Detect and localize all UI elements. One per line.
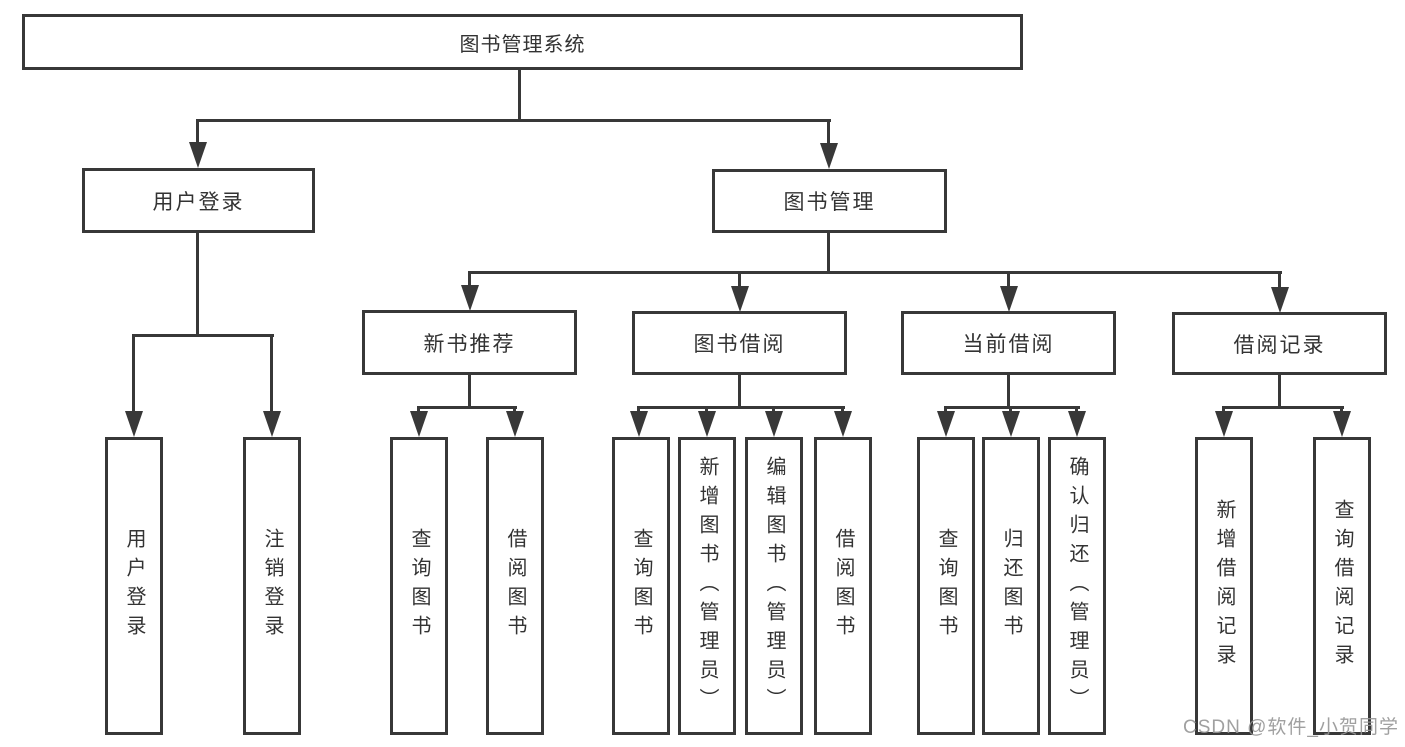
leaf-add-borrow-record-label: 新增借阅记录 (1213, 499, 1235, 673)
connector (196, 119, 199, 145)
node-book-management-label: 图书管理 (783, 191, 876, 214)
connector (513, 406, 516, 414)
connector (270, 334, 273, 414)
connector (196, 233, 199, 335)
connector (637, 406, 845, 409)
arrow-down-icon (125, 411, 143, 437)
watermark: CSDN @软件_小贺同学 (1183, 717, 1399, 738)
arrow-down-icon (461, 285, 479, 311)
connector (772, 406, 775, 414)
node-borrowing-records-label: 借阅记录 (1233, 333, 1326, 357)
connector (944, 406, 947, 414)
node-new-book-recommendation: 新书推荐 (362, 310, 577, 375)
leaf-borrow-books-recommendation-label: 借阅图书 (504, 528, 526, 644)
connector (1278, 271, 1281, 287)
node-current-borrowing: 当前借阅 (901, 311, 1116, 375)
arrow-down-icon (731, 286, 749, 312)
leaf-borrow-books-borrowing: 借阅图书 (814, 437, 872, 735)
leaf-add-borrow-record: 新增借阅记录 (1195, 437, 1253, 735)
arrow-down-icon (1002, 411, 1020, 437)
leaf-return-books-label: 归还图书 (1000, 528, 1022, 644)
connector (518, 70, 521, 120)
arrow-down-icon (1068, 411, 1086, 437)
connector (417, 406, 420, 414)
arrow-down-icon (1000, 286, 1018, 312)
connector (637, 406, 640, 414)
node-user-login: 用户登录 (82, 168, 315, 233)
leaf-user-login: 用户登录 (105, 437, 163, 735)
leaf-borrow-books-recommendation: 借阅图书 (486, 437, 544, 735)
connector (468, 271, 1282, 274)
leaf-query-borrow-record: 查询借阅记录 (1313, 437, 1371, 735)
arrow-down-icon (1215, 411, 1233, 437)
connector (827, 233, 830, 273)
arrow-down-icon (1333, 411, 1351, 437)
leaf-add-book-admin: 新增图书（管理员） (678, 437, 736, 735)
arrow-down-icon (834, 411, 852, 437)
leaf-return-books: 归还图书 (982, 437, 1040, 735)
connector (417, 406, 517, 409)
connector (1340, 406, 1343, 414)
leaf-add-book-admin-label: 新增图书（管理员） (696, 455, 718, 717)
node-current-borrowing-label: 当前借阅 (962, 333, 1055, 356)
node-user-login-label: 用户登录 (152, 190, 245, 214)
leaf-edit-book-admin: 编辑图书（管理员） (745, 437, 803, 735)
connector (468, 375, 471, 408)
connector (738, 375, 741, 408)
arrow-down-icon (1271, 287, 1289, 313)
leaf-logout-label: 注销登录 (261, 528, 283, 644)
connector (1075, 406, 1078, 414)
connector (827, 119, 830, 146)
arrow-down-icon (820, 143, 838, 169)
arrow-down-icon (698, 411, 716, 437)
leaf-logout: 注销登录 (243, 437, 301, 735)
leaf-query-books-borrowing-label: 查询图书 (630, 528, 652, 644)
leaf-confirm-return-admin-label: 确认归还（管理员） (1066, 455, 1088, 717)
connector (1222, 406, 1344, 409)
leaf-user-login-label: 用户登录 (123, 528, 145, 644)
node-book-management: 图书管理 (712, 169, 947, 233)
node-library-system: 图书管理系统 (22, 14, 1023, 70)
connector (1007, 375, 1010, 408)
leaf-query-books-current-label: 查询图书 (935, 528, 957, 644)
leaf-confirm-return-admin: 确认归还（管理员） (1048, 437, 1106, 735)
connector (944, 406, 1080, 409)
connector (738, 271, 741, 287)
leaf-query-books-borrowing: 查询图书 (612, 437, 670, 735)
leaf-edit-book-admin-label: 编辑图书（管理员） (763, 455, 785, 717)
arrow-down-icon (630, 411, 648, 437)
connector (1222, 406, 1225, 414)
connector (468, 271, 471, 287)
connector (841, 406, 844, 414)
leaf-query-books-recommendation-label: 查询图书 (408, 528, 430, 644)
node-borrowing-records: 借阅记录 (1172, 312, 1387, 375)
node-book-borrowing: 图书借阅 (632, 311, 847, 375)
connector (132, 334, 135, 414)
arrow-down-icon (410, 411, 428, 437)
leaf-query-books-recommendation: 查询图书 (390, 437, 448, 735)
connector (1009, 406, 1012, 414)
arrow-down-icon (506, 411, 524, 437)
arrow-down-icon (937, 411, 955, 437)
arrow-down-icon (189, 142, 207, 168)
leaf-query-borrow-record-label: 查询借阅记录 (1331, 499, 1353, 673)
node-book-borrowing-label: 图书借阅 (693, 333, 786, 356)
connector (196, 119, 831, 122)
connector (705, 406, 708, 414)
connector (132, 334, 274, 337)
leaf-query-books-current: 查询图书 (917, 437, 975, 735)
connector (1007, 271, 1010, 287)
connector (1278, 375, 1281, 408)
node-new-book-recommendation-label: 新书推荐 (423, 332, 516, 356)
node-library-system-label: 图书管理系统 (459, 33, 586, 56)
leaf-borrow-books-borrowing-label: 借阅图书 (832, 528, 854, 644)
arrow-down-icon (263, 411, 281, 437)
arrow-down-icon (765, 411, 783, 437)
